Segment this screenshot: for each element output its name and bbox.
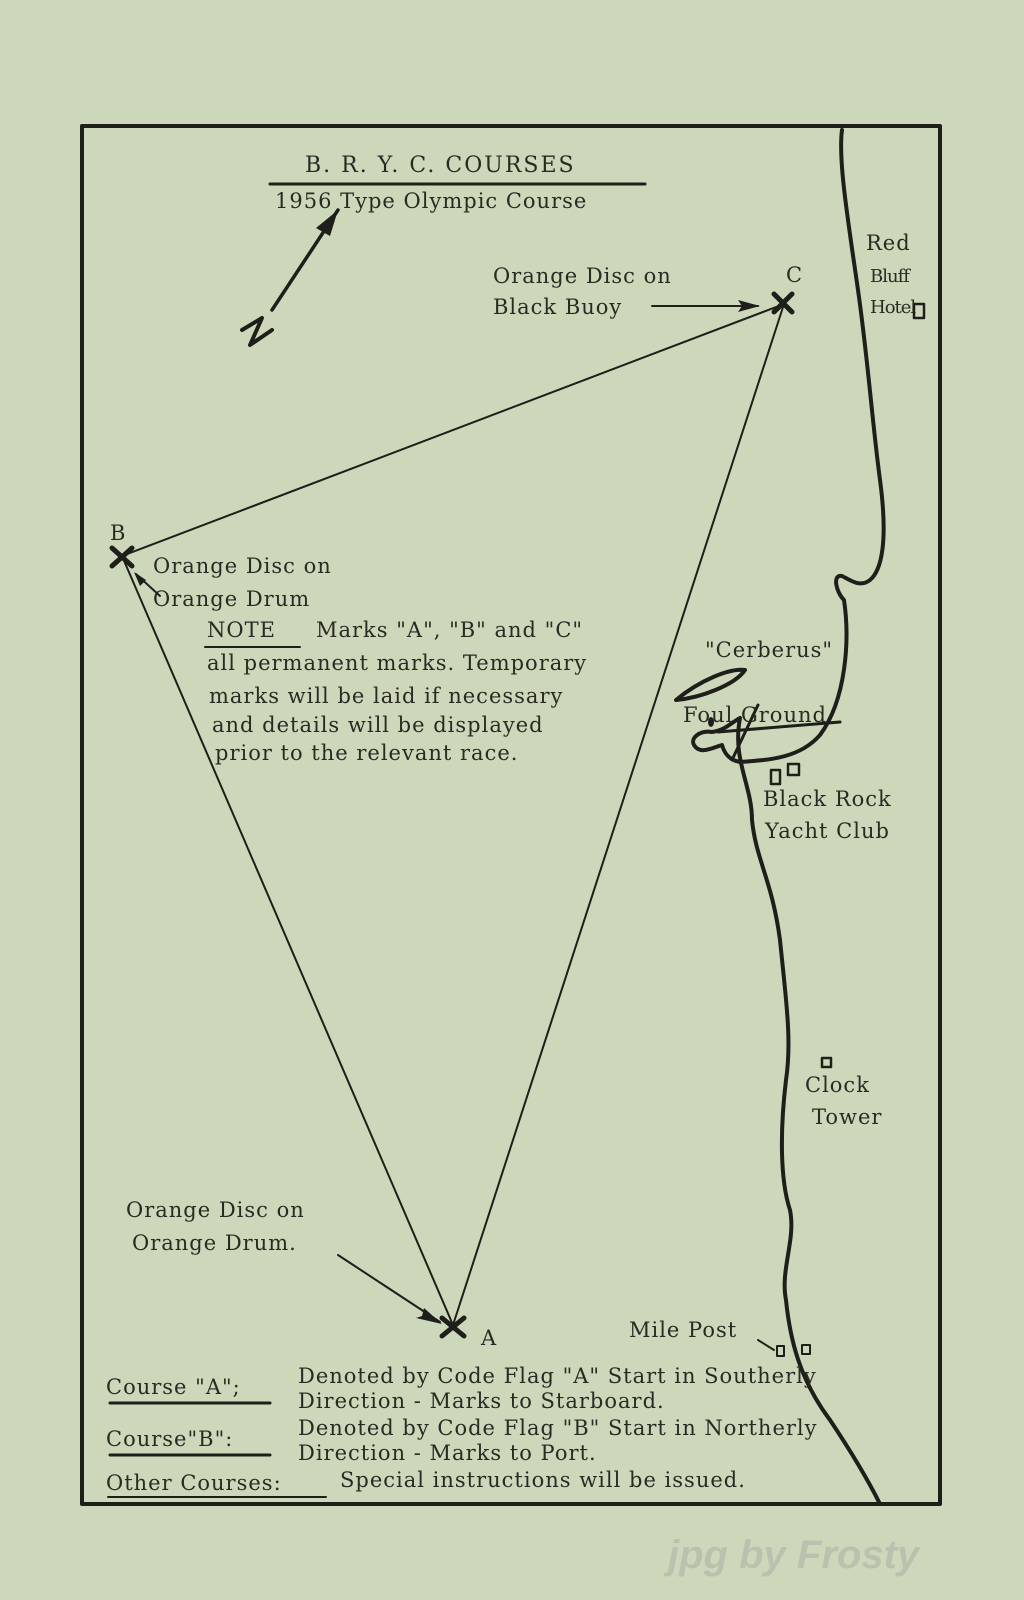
mark-c-letter: C	[786, 263, 803, 287]
note-line-3: marks will be laid if necessary	[209, 684, 563, 708]
mark-b-letter: B	[110, 521, 126, 545]
arrow-icon	[134, 572, 161, 597]
hotel-label-1: Red	[866, 231, 911, 255]
arrow-icon	[757, 1339, 775, 1351]
watermark: jpg by Frosty	[663, 1533, 921, 1577]
note-heading: NOTE	[207, 618, 276, 642]
course-a-label: Course "A";	[106, 1375, 241, 1399]
mark-a-desc-2: Orange Drum.	[132, 1231, 297, 1255]
arrow-icon	[337, 1254, 442, 1324]
course-triangle	[121, 303, 785, 1326]
mark-b-x-icon	[109, 545, 135, 569]
hotel-label-3: Hotel	[870, 297, 916, 318]
breakwater	[716, 703, 842, 762]
mile-post-icon	[801, 1344, 811, 1355]
cerberus-wreck	[674, 667, 747, 702]
other-courses-text: Special instructions will be issued.	[340, 1468, 746, 1492]
yacht-club-building-icon	[769, 768, 782, 786]
mark-a-desc-1: Orange Disc on	[126, 1198, 305, 1222]
mark-b-desc-2: Orange Drum	[153, 587, 310, 611]
mark-c-desc-1: Orange Disc on	[493, 264, 672, 288]
mark-a-letter: A	[480, 1326, 497, 1350]
course-b-line-2: Direction - Marks to Port.	[298, 1441, 597, 1465]
yacht-club-label-1: Black Rock	[763, 787, 892, 811]
coastline	[691, 128, 886, 1506]
note-line-4: and details will be displayed	[212, 713, 544, 737]
other-courses-label: Other Courses:	[106, 1471, 282, 1495]
mark-c-x-icon	[771, 291, 795, 315]
yacht-club-label-2: Yacht Club	[764, 819, 890, 843]
course-b-line-1: Denoted by Code Flag "B" Start in Northe…	[298, 1416, 818, 1440]
note-line-1: Marks "A", "B" and "C"	[316, 618, 583, 642]
hotel-label-2: Bluff	[870, 266, 911, 287]
yacht-club-building-icon	[786, 762, 801, 777]
map-subtitle: 1956 Type Olympic Course	[275, 189, 587, 213]
rock	[708, 717, 714, 727]
clock-tower-label-1: Clock	[805, 1073, 870, 1097]
hotel-building-icon	[912, 302, 926, 320]
mark-c-desc-2: Black Buoy	[493, 295, 622, 319]
map-title: B. R. Y. C. COURSES	[305, 153, 576, 178]
course-b-label: Course"B":	[106, 1427, 233, 1451]
course-a-line-1: Denoted by Code Flag "A" Start in Southe…	[298, 1364, 817, 1388]
clock-tower-icon	[820, 1056, 833, 1069]
cerberus-label: "Cerberus"	[705, 638, 833, 662]
mark-a-x-icon	[439, 1315, 467, 1339]
clock-tower-label-2: Tower	[812, 1105, 882, 1129]
note-line-5: prior to the relevant race.	[215, 741, 518, 765]
arrow-icon	[651, 300, 760, 312]
course-a-line-2: Direction - Marks to Starboard.	[298, 1389, 665, 1413]
map-border	[80, 124, 942, 1506]
mile-post-icon	[776, 1345, 785, 1357]
foul-ground-label: Foul Ground	[683, 703, 827, 727]
mile-post-label: Mile Post	[629, 1318, 737, 1342]
north-arrow-icon	[240, 208, 340, 347]
mark-b-desc-1: Orange Disc on	[153, 554, 332, 578]
note-line-2: all permanent marks. Temporary	[207, 651, 587, 675]
